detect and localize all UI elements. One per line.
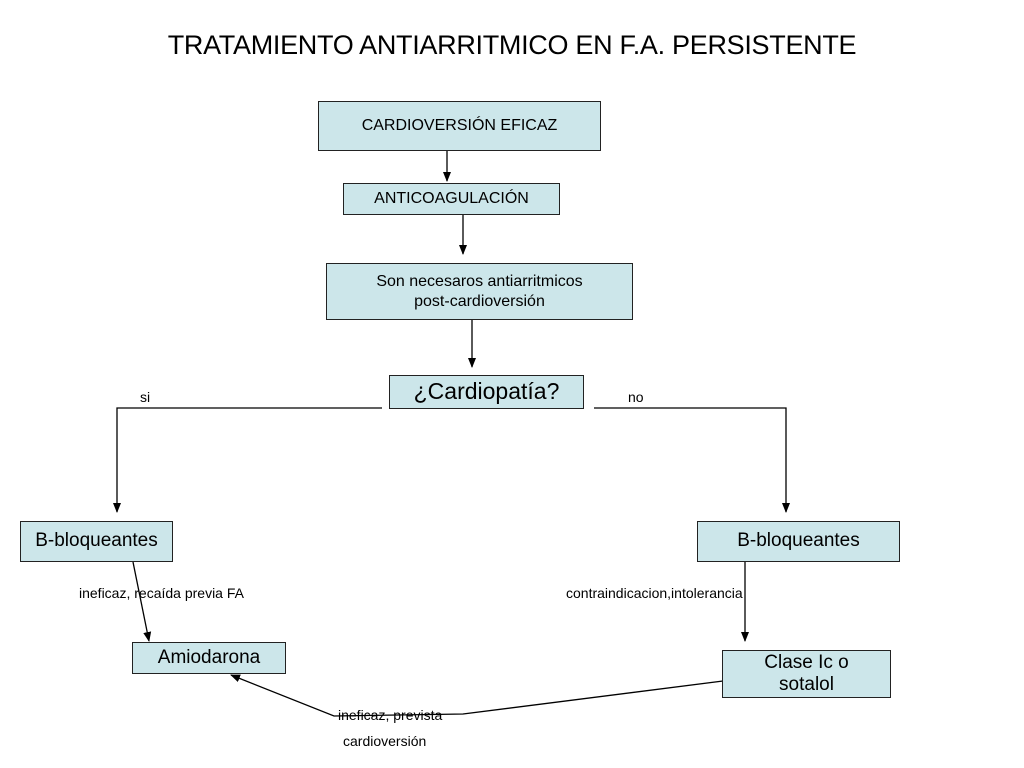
- clase-ic-sotalol-box: Clase Ic o sotalol: [722, 650, 891, 698]
- clase-ic-label-line2: sotalol: [779, 674, 834, 695]
- cardiopatia-box: ¿Cardiopatía?: [389, 375, 584, 409]
- ineficaz-recaida-label: ineficaz, recaída previa FA: [79, 585, 244, 601]
- bbloqueantes-left-box: B-bloqueantes: [20, 521, 173, 562]
- contraindicacion-label: contraindicacion,intolerancia: [566, 585, 743, 601]
- ineficaz-prevista-label-line1: ineficaz, prevista: [338, 707, 443, 723]
- branch-no-line: [594, 407, 790, 513]
- anticoagulacion-label: ANTICOAGULACIÓN: [374, 190, 529, 208]
- page-title: TRATAMIENTO ANTIARRITMICO EN F.A. PERSIS…: [167, 30, 857, 60]
- cardiopatia-label: ¿Cardiopatía?: [413, 378, 560, 405]
- bbloqueantes-left-label: B-bloqueantes: [35, 530, 158, 552]
- branch-si-line: [113, 407, 382, 513]
- bbloqueantes-right-box: B-bloqueantes: [697, 521, 900, 562]
- clase-ic-label-line1: Clase Ic o: [764, 652, 849, 674]
- bbloqueantes-right-label: B-bloqueantes: [737, 530, 860, 552]
- arrow-clase-to-amiodarona: [230, 674, 724, 717]
- branch-no-label: no: [628, 389, 644, 405]
- cardioversion-eficaz-label: CARDIOVERSIÓN EFICAZ: [361, 117, 558, 135]
- antiarritmicos-label-line1: Son necesaros antiarritmicos: [376, 273, 583, 291]
- cardioversion-eficaz-box: CARDIOVERSIÓN EFICAZ: [318, 101, 601, 151]
- amiodarona-label: Amiodarona: [157, 646, 261, 668]
- amiodarona-box: Amiodarona: [132, 642, 286, 674]
- branch-si-label: si: [140, 389, 151, 405]
- antiarritmicos-box: Son necesaros antiarritmicos post-cardio…: [326, 263, 633, 320]
- anticoagulacion-box: ANTICOAGULACIÓN: [343, 183, 560, 215]
- ineficaz-prevista-label-line2: cardioversión: [343, 733, 427, 749]
- arrow-bbloq-left-to-amiodarona: [132, 561, 152, 642]
- antiarritmicos-label-line2: post-cardioversión: [414, 292, 545, 310]
